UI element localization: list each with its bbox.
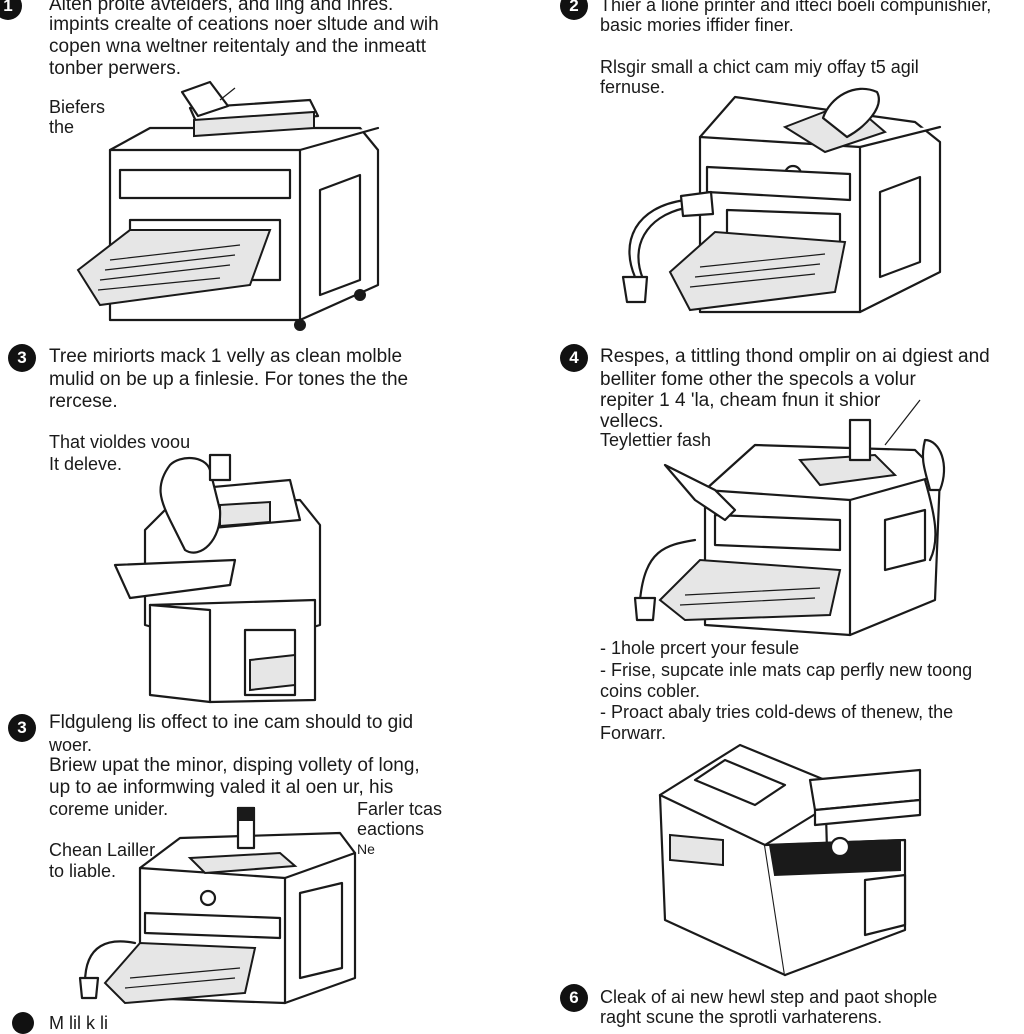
bullet-item: - Proact abaly tries cold-dews of thenew…: [600, 702, 954, 722]
step-1-line: Aiten proite avteiders, and ling and inr…: [49, 0, 394, 15]
step-1-note: the: [49, 117, 75, 137]
step-5-note: to liable.: [49, 861, 117, 881]
step-number-badge: 4: [560, 344, 588, 372]
step-5-note: Chean Lailler: [49, 840, 156, 860]
bullet-item: - Frise, supcate inle mats cap perfly ne…: [600, 660, 973, 680]
step-2-note: fernuse.: [600, 77, 666, 97]
step-4-line: vellecs.: [600, 411, 664, 432]
step-5-line: up to ae informwing valed it al oen ur, …: [49, 777, 394, 798]
step-3-line: Tree miriorts mack 1 velly as clean molb…: [49, 346, 403, 367]
bullet-item: Forwarr.: [600, 723, 667, 743]
step-5-side-note: Ne: [357, 841, 375, 857]
step-2-line: Thier a lione printer and itteci boeli c…: [600, 0, 992, 15]
machine-cabinet-illustration: [655, 745, 925, 980]
step-2-line: basic mories iffider finer.: [600, 15, 794, 35]
step-1-line: copen wna weltner reitentaly and the inm…: [49, 36, 427, 57]
step-5-side-note: eactions: [357, 819, 425, 839]
step-2-note: Rlsgir small a chict cam miy offay t5 ag…: [600, 57, 919, 77]
step-1-line: impints crealte of ceations noer sltude …: [49, 14, 439, 35]
step-4-note: Teylettier fash: [600, 430, 712, 450]
step-4-line: Respes, a tittling thond omplir on ai dg…: [600, 346, 990, 367]
printer-illustration: [625, 420, 955, 645]
footer-fragment: M lil k li: [49, 1013, 108, 1033]
step-3-note: That violdes voou: [49, 432, 191, 452]
step-number-badge: 2: [560, 0, 588, 20]
step-number-badge: 6: [560, 984, 588, 1012]
step-1-line: tonber perwers.: [49, 58, 182, 79]
step-3-line: mulid on be up a finlesie. For tones the…: [49, 369, 409, 390]
printer-illustration: [110, 450, 340, 705]
step-5-line: Briew upat the minor, disping vollety of…: [49, 755, 420, 776]
step-6-line: raght scune the sprotli varhaterens.: [600, 1007, 883, 1027]
step-4-line: repiter 1 4 'la, cheam fnun it shior: [600, 390, 881, 411]
step-number-badge: [12, 1012, 34, 1034]
step-5-side-note: Farler tcas: [357, 799, 443, 819]
step-5-line: coreme unider.: [49, 799, 169, 819]
step-5-line: Fldguleng lis offect to ine cam should t…: [49, 712, 414, 733]
step-1-note: Biefers: [49, 97, 106, 117]
step-5-line: woer.: [49, 735, 93, 755]
step-3-note: It deleve.: [49, 454, 123, 474]
bullet-item: - 1hole prcert your fesule: [600, 638, 800, 658]
printer-illustration: [80, 808, 365, 1008]
step-6-line: Cleak of ai new hewl step and paot shopl…: [600, 987, 938, 1007]
printer-illustration: [615, 82, 945, 332]
bullet-item: coins cobler.: [600, 681, 701, 701]
step-number-badge: 3: [8, 714, 36, 742]
step-number-badge: 3: [8, 344, 36, 372]
step-3-line: rercese.: [49, 391, 118, 412]
step-number-badge: 1: [0, 0, 22, 20]
step-4-line: belliter fome other the specols a volur: [600, 369, 916, 390]
printer-illustration: [70, 80, 390, 340]
